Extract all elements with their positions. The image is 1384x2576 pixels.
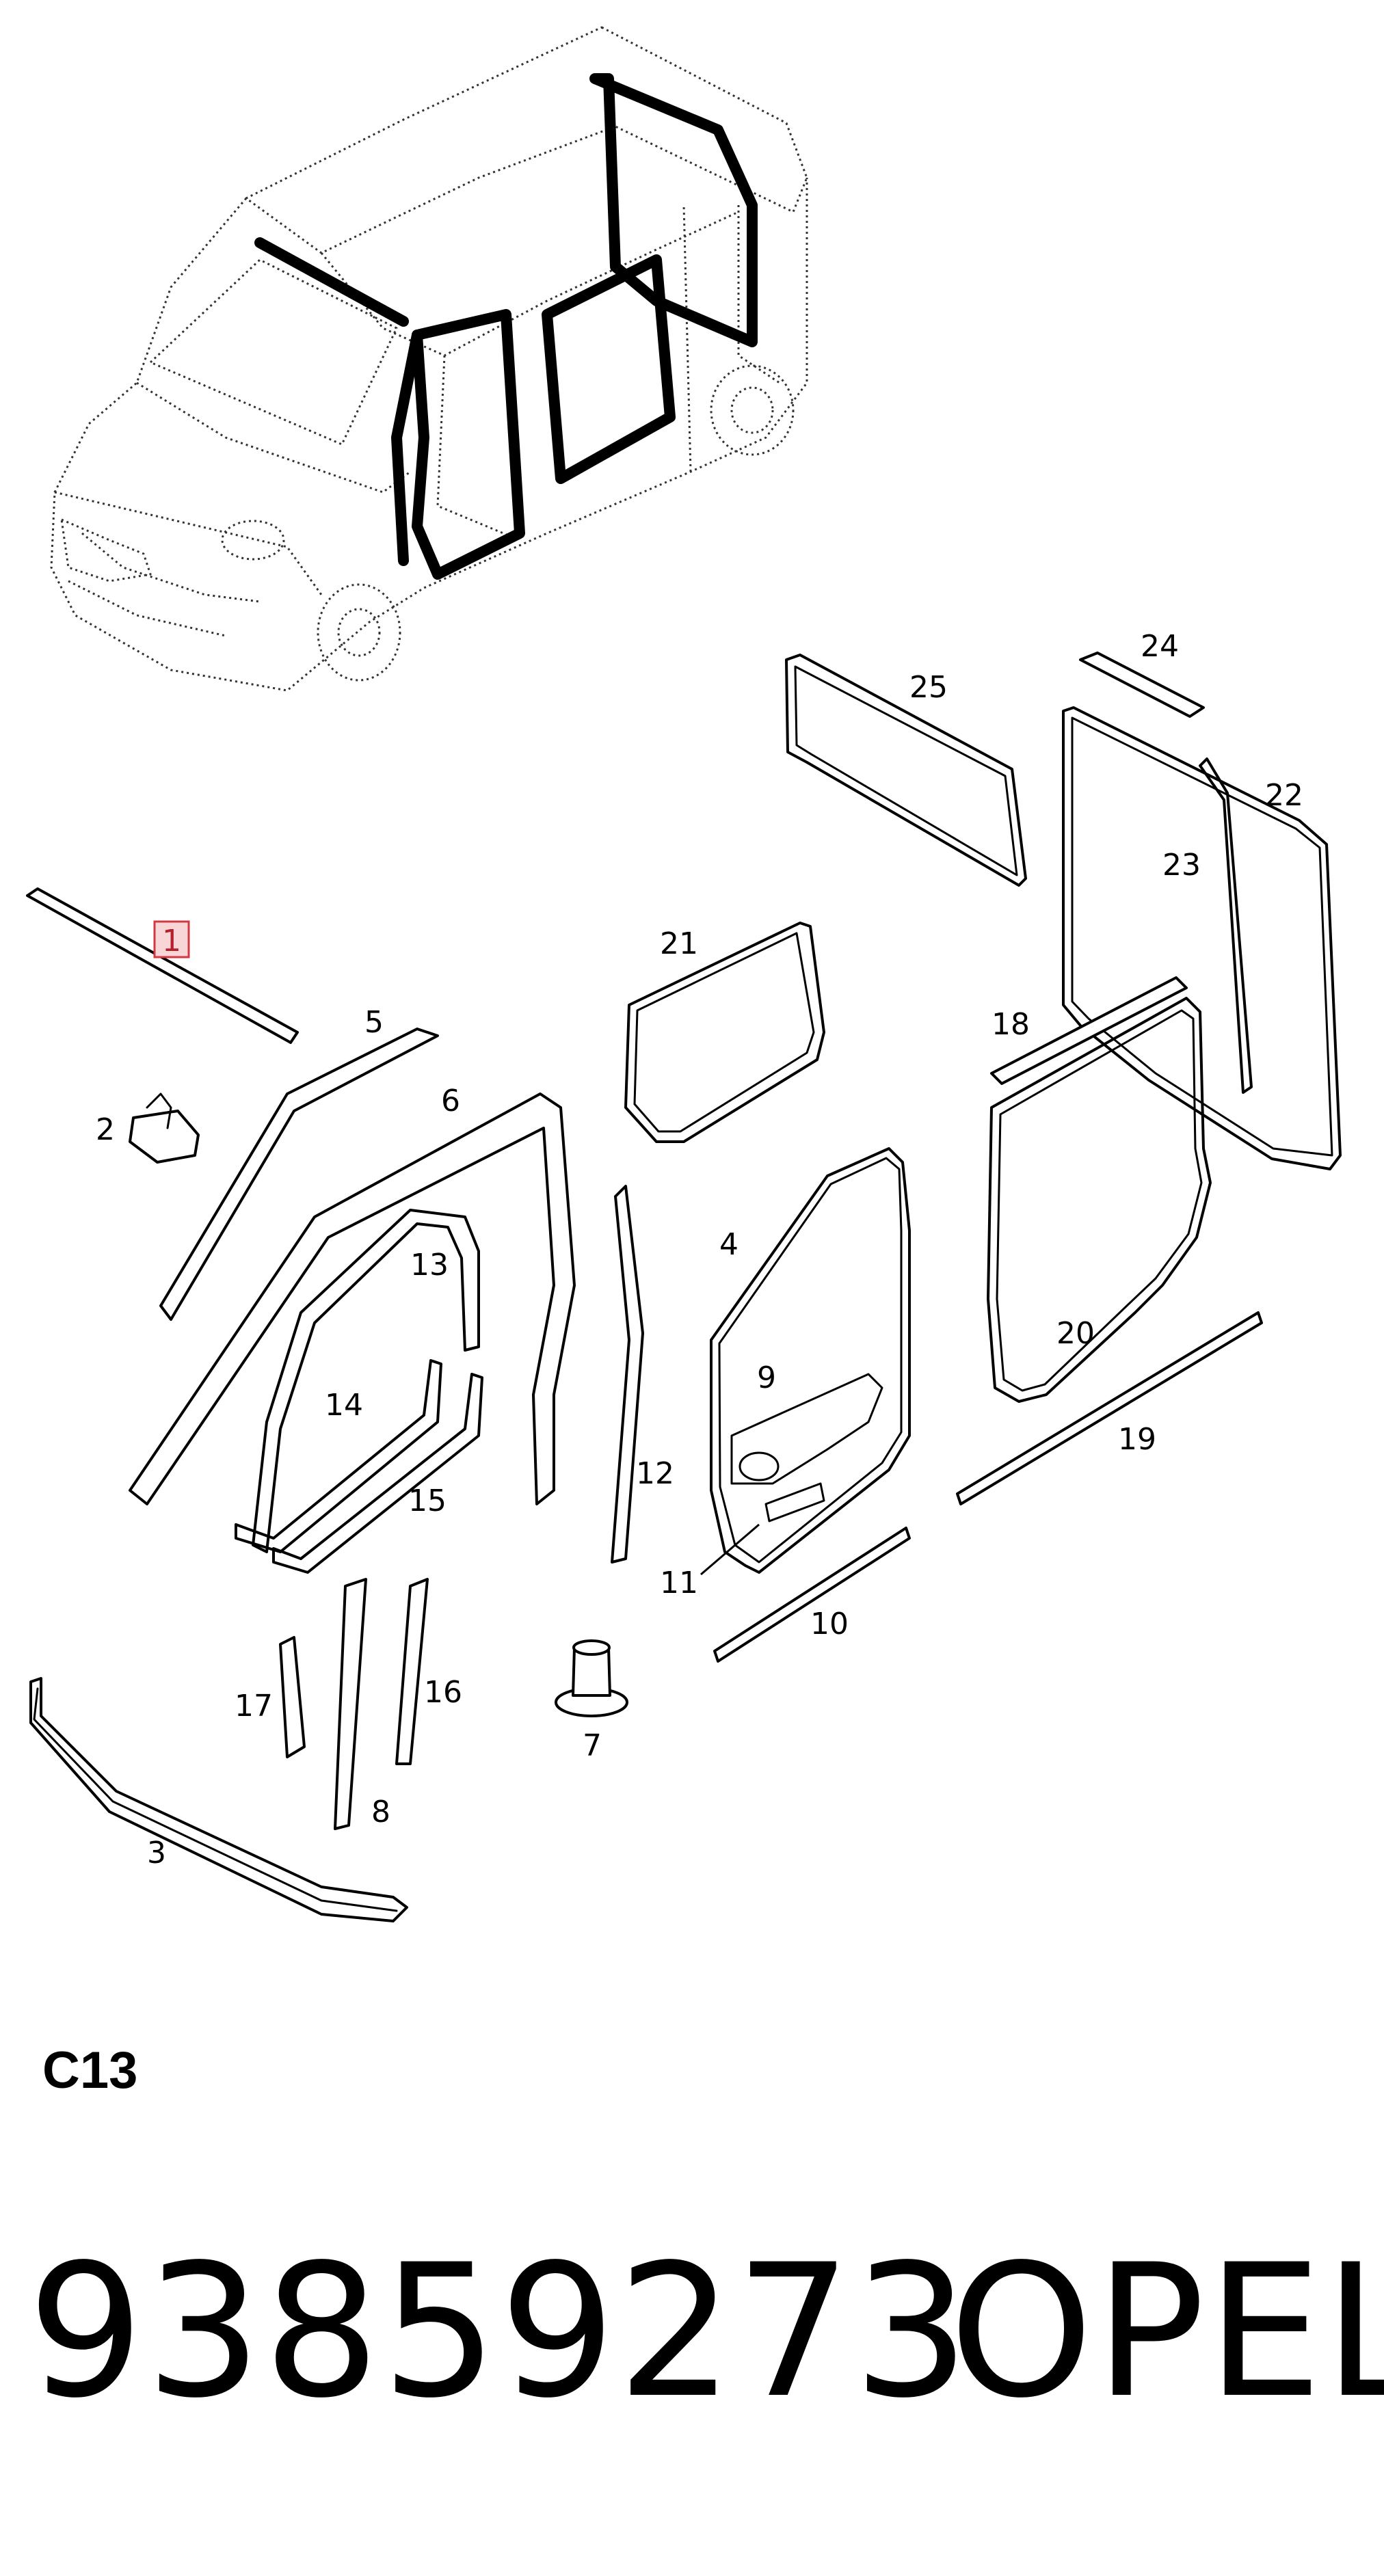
- callout-24[interactable]: 24: [1141, 629, 1179, 664]
- callout-21[interactable]: 21: [660, 926, 698, 961]
- callout-18[interactable]: 18: [992, 1007, 1030, 1042]
- part-15-seal: [272, 1373, 483, 1574]
- part-5-strip: [159, 1028, 439, 1321]
- callout-12[interactable]: 12: [636, 1456, 674, 1491]
- part-23-seal: [1199, 757, 1253, 1094]
- part-2-clip: [129, 1110, 200, 1164]
- callout-1[interactable]: 1: [162, 924, 181, 958]
- callout-14[interactable]: 14: [325, 1388, 363, 1423]
- footer: 93859273 OPEL: [0, 2225, 1384, 2439]
- callout-20[interactable]: 20: [1056, 1316, 1095, 1351]
- part-22-seal: [1062, 706, 1342, 1170]
- callout-4[interactable]: 4: [719, 1227, 738, 1262]
- part-4-seal: [710, 1147, 911, 1574]
- callout-13[interactable]: 13: [410, 1248, 449, 1283]
- section-code: C13: [42, 2041, 138, 2099]
- part-18-strip: [990, 976, 1188, 1085]
- part-7-plug: [555, 1639, 628, 1717]
- part-8-strip: [334, 1578, 367, 1830]
- callout-11[interactable]: 11: [660, 1566, 698, 1600]
- callout-1-highlight: [153, 920, 190, 958]
- callout-8[interactable]: 8: [371, 1795, 390, 1829]
- callout-10[interactable]: 10: [810, 1607, 849, 1641]
- part-6-seal: [129, 1092, 576, 1505]
- part-19-strip: [956, 1311, 1263, 1505]
- part-25-seal: [785, 654, 1027, 887]
- callout-9[interactable]: 9: [757, 1360, 776, 1395]
- callout-16[interactable]: 16: [424, 1675, 462, 1710]
- part-1-strip: [26, 887, 299, 1044]
- callout-5[interactable]: 5: [364, 1005, 384, 1040]
- callout-22[interactable]: 22: [1265, 778, 1303, 813]
- part-number: 93859273: [27, 2225, 972, 2439]
- part-21-seal: [624, 922, 825, 1143]
- part-10-strip: [713, 1527, 911, 1663]
- callout-17[interactable]: 17: [235, 1689, 273, 1723]
- part-9-detail: [730, 1373, 883, 1485]
- callout-2[interactable]: 2: [96, 1112, 115, 1147]
- callout-6[interactable]: 6: [441, 1084, 460, 1118]
- part-3-seal: [29, 1677, 408, 1922]
- callout-7[interactable]: 7: [583, 1728, 602, 1763]
- part-13-seal: [252, 1209, 480, 1553]
- part-20-seal: [987, 997, 1212, 1403]
- callout-23[interactable]: 23: [1162, 848, 1201, 883]
- part-16-strip: [395, 1578, 429, 1765]
- callout-25[interactable]: 25: [909, 670, 948, 705]
- part-12-seal: [611, 1185, 644, 1564]
- part-24-strip: [1079, 652, 1205, 718]
- callout-3[interactable]: 3: [147, 1836, 166, 1870]
- van-overview: [50, 26, 808, 692]
- brand-name: OPEL: [949, 2225, 1384, 2439]
- part-17-strip: [279, 1636, 306, 1758]
- callout-19[interactable]: 19: [1118, 1422, 1156, 1457]
- callout-15[interactable]: 15: [408, 1484, 447, 1518]
- part-14-seal: [235, 1359, 442, 1553]
